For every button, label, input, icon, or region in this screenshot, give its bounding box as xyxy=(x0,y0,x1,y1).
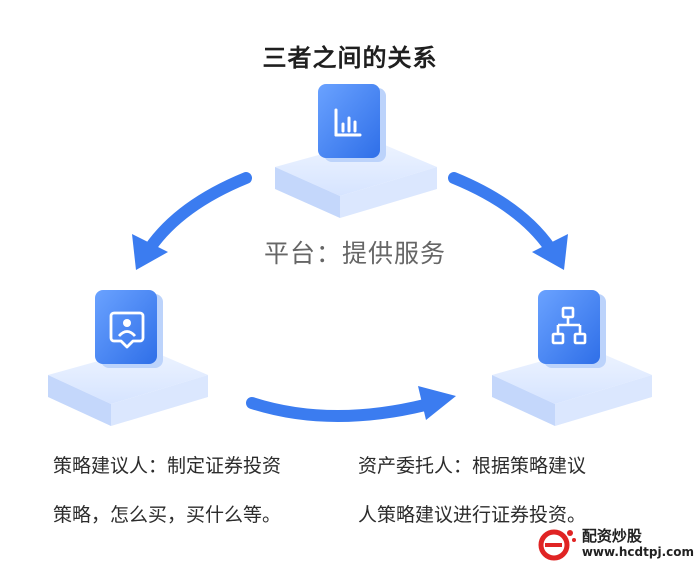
flowchart-icon xyxy=(551,306,587,345)
arrow-top-to-left xyxy=(132,172,252,270)
watermark-logo-icon xyxy=(538,529,576,561)
platform-node-top xyxy=(275,84,437,218)
consignor-node-right xyxy=(492,290,652,426)
advisor-node-left xyxy=(48,290,208,426)
consignor-desc-line2: 人策略建议进行证券投资。 xyxy=(358,504,587,526)
arrow-left-to-right xyxy=(246,386,456,422)
advisor-desc-line2: 策略，怎么买，买什么等。 xyxy=(53,504,282,526)
consignor-tile xyxy=(538,290,600,364)
user-card-icon xyxy=(109,311,145,349)
platform-label: 平台：提供服务 xyxy=(263,239,446,268)
arrow-top-to-right xyxy=(448,172,568,270)
advisor-desc-line1: 策略建议人：制定证券投资 xyxy=(53,455,282,477)
diagram-title: 三者之间的关系 xyxy=(262,44,438,72)
bar-chart-icon xyxy=(334,108,362,137)
watermark: 配资炒股 www.hcdtpj.com xyxy=(536,525,694,563)
consignor-desc-line1: 资产委托人：根据策略建议 xyxy=(358,455,587,477)
watermark-name: 配资炒股 xyxy=(581,527,642,545)
advisor-tile xyxy=(95,290,157,364)
watermark-url: www.hcdtpj.com xyxy=(581,545,694,559)
